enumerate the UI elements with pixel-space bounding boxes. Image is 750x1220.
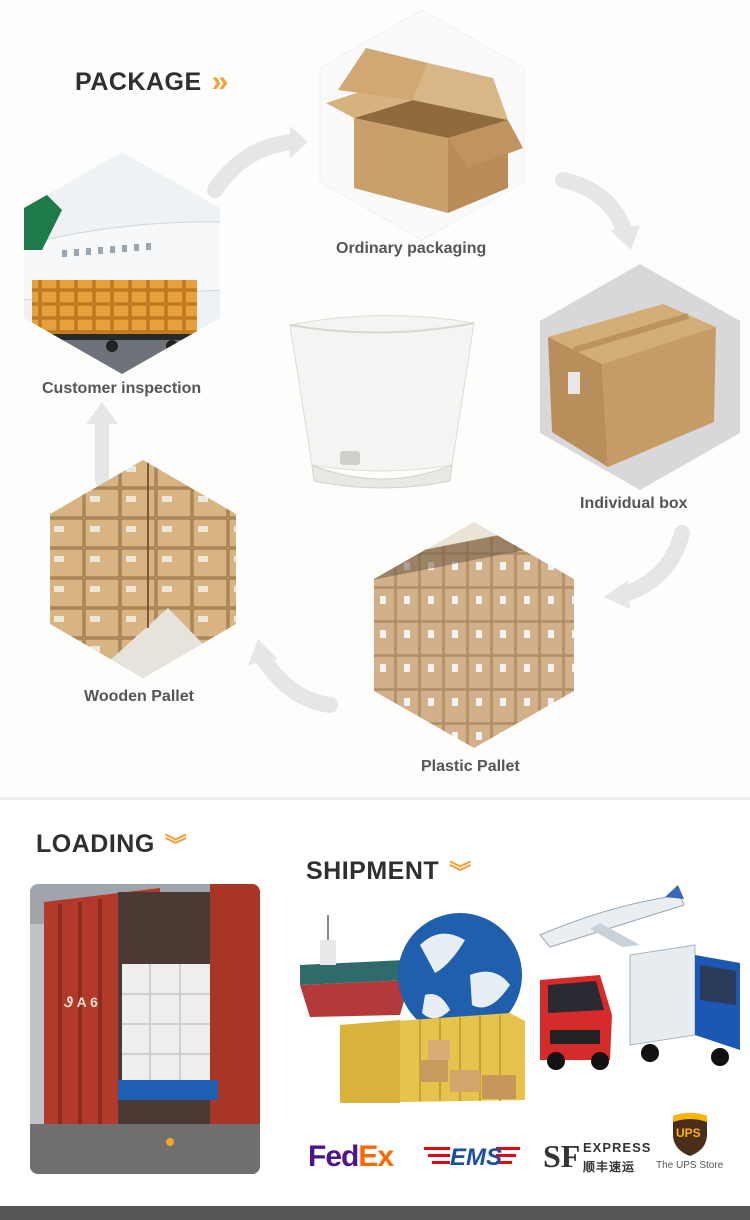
ups-store-logo: UPS The UPS Store — [656, 1110, 726, 1176]
individual-box-label: Individual box — [580, 495, 688, 512]
arrow-to-individual-icon — [555, 172, 640, 250]
sf-express-logo: SF EXPRESS 顺丰速运 — [543, 1138, 650, 1175]
flower-pot-image — [282, 305, 482, 500]
loading-truck-image: Ꮽ A 6 — [30, 884, 260, 1174]
airplane-icon — [539, 885, 685, 948]
sf-express-text: EXPRESS — [583, 1140, 652, 1155]
plastic-pallet-label: Plastic Pallet — [421, 758, 520, 775]
arrow-to-plastic-icon — [604, 525, 690, 609]
customer-inspection-image — [22, 150, 222, 376]
loading-title: LOADING — [36, 829, 155, 858]
ups-store-text: The UPS Store — [656, 1160, 724, 1171]
container-icon — [340, 1013, 525, 1103]
individual-box-image — [538, 262, 742, 492]
ems-stripes-icon — [424, 1147, 520, 1164]
package-heading: PACKAGE » — [75, 65, 229, 99]
shipment-collage-image — [300, 885, 740, 1115]
loading-heading: LOADING ︾ — [36, 828, 187, 860]
ordinary-packaging-label: Ordinary packaging — [336, 240, 487, 257]
double-chevron-down-icon: ︾ — [164, 833, 188, 858]
plastic-pallet-image — [372, 520, 576, 750]
arrow-to-customer-icon — [86, 402, 118, 485]
arrow-to-wooden-icon — [248, 639, 338, 713]
wooden-pallet-label: Wooden Pallet — [84, 688, 194, 705]
customer-inspection-label: Customer inspection — [42, 380, 202, 397]
truck-icon — [629, 944, 740, 1066]
double-chevron-down-icon: ︾ — [449, 860, 472, 885]
double-chevron-right-icon: » — [211, 65, 229, 98]
shipment-title: SHIPMENT — [306, 856, 440, 885]
ups-shield-icon — [673, 1113, 707, 1156]
sf-mark: SF — [543, 1138, 581, 1174]
ups-mark-text: UPS — [676, 1126, 701, 1140]
shipment-heading: SHIPMENT ︾ — [306, 855, 472, 887]
fedex-ex-text: Ex — [358, 1140, 394, 1173]
ems-logo: EMS — [424, 1144, 520, 1172]
section-divider — [0, 797, 750, 800]
ems-text: EMS — [450, 1144, 503, 1171]
van-icon — [540, 975, 612, 1070]
fedex-fe-text: Fed — [308, 1140, 359, 1173]
ship-icon — [300, 915, 410, 1017]
wooden-pallet-image — [48, 458, 238, 680]
globe-icon — [398, 913, 522, 1037]
ordinary-packaging-image — [318, 8, 526, 242]
truck-marking: Ꮽ A 6 — [64, 994, 98, 1010]
arrow-to-ordinary-icon — [207, 126, 308, 198]
bottom-bar — [0, 1206, 750, 1220]
sf-chinese-text: 顺丰速运 — [583, 1160, 636, 1174]
package-title: PACKAGE — [75, 67, 202, 96]
fedex-logo: FedEx — [308, 1140, 394, 1174]
